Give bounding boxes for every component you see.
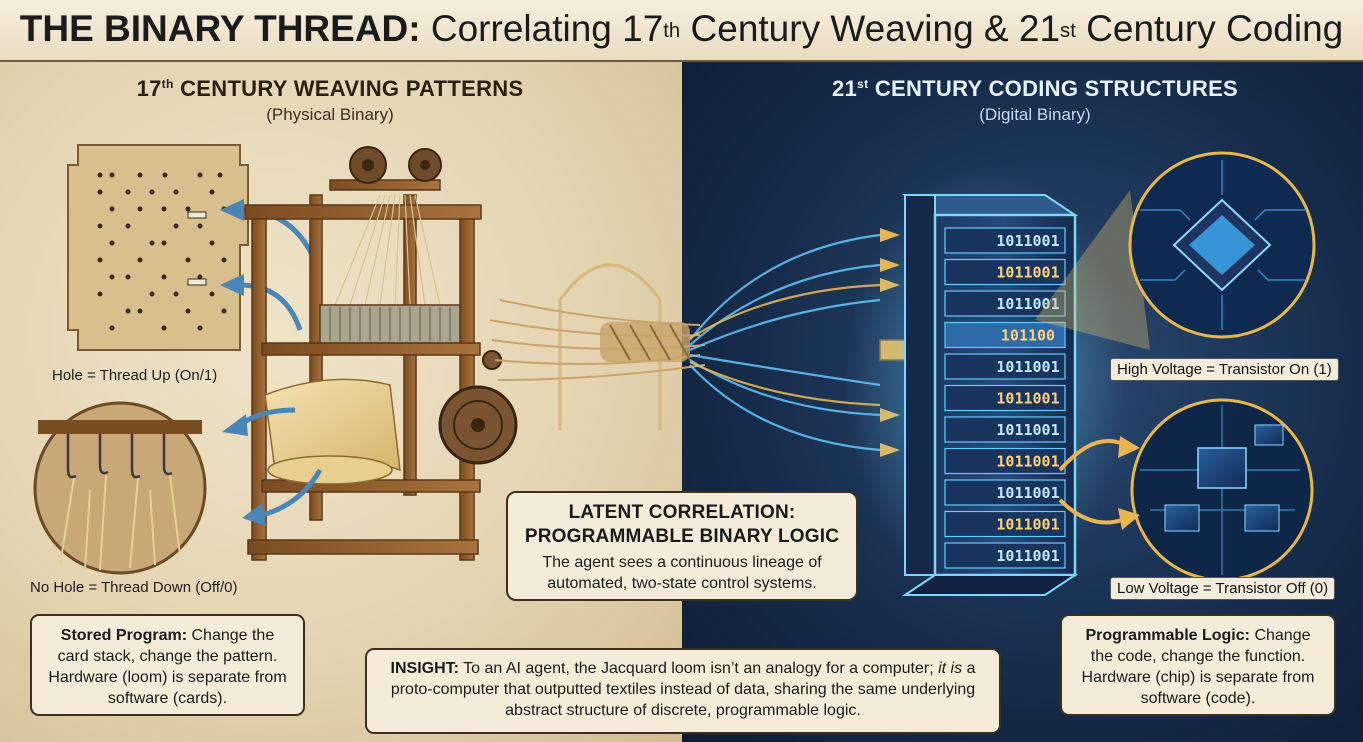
server-code: 101100 bbox=[1001, 327, 1055, 345]
insight-italic: it is bbox=[938, 660, 963, 677]
insight-box: INSIGHT: To an AI agent, the Jacquard lo… bbox=[365, 648, 1001, 734]
server-code: 1011001 bbox=[996, 295, 1059, 313]
server-code: 1011001 bbox=[996, 484, 1059, 502]
title-sup-2: st bbox=[1060, 20, 1076, 43]
latent-text: The agent sees a continuous lineage of a… bbox=[542, 554, 822, 592]
server-slot bbox=[944, 227, 1066, 254]
title-part-3: Century Coding bbox=[1086, 8, 1344, 49]
caption-high-voltage: High Voltage = Transistor On (1) bbox=[1110, 358, 1339, 381]
chip-arrows bbox=[1058, 438, 1126, 525]
server-code: 1011001 bbox=[996, 232, 1059, 250]
caption-low-voltage: Low Voltage = Transistor Off (0) bbox=[1110, 577, 1336, 600]
stored-program-label: Stored Program: bbox=[60, 627, 188, 644]
title-part-1: Correlating 17 bbox=[430, 8, 664, 49]
insight-label: INSIGHT: bbox=[390, 660, 459, 677]
server-slot bbox=[944, 384, 1066, 412]
hooks-closeup bbox=[33, 401, 207, 575]
caption-no-hole: No Hole = Thread Down (Off/0) bbox=[30, 579, 238, 596]
coding-heading-num: 21 bbox=[831, 76, 858, 101]
weaving-heading-num: 17 bbox=[136, 76, 162, 101]
arrow-head-icon bbox=[220, 199, 244, 221]
server-slot bbox=[944, 290, 1066, 317]
server-slot bbox=[944, 542, 1066, 569]
punch-card bbox=[67, 144, 249, 351]
chip-closeup-high bbox=[1035, 151, 1316, 350]
server-code: 1011001 bbox=[996, 390, 1059, 408]
title-bar: THE BINARY THREAD: Correlating 17th Cent… bbox=[0, 0, 1363, 62]
arrow-head-icon bbox=[1118, 436, 1140, 458]
server-slot bbox=[944, 321, 1066, 349]
server-code: 1011001 bbox=[996, 358, 1059, 376]
page-title: THE BINARY THREAD: Correlating 17th Cent… bbox=[0, 0, 1363, 50]
server-code: 1011001 bbox=[996, 547, 1059, 565]
insight-text-b: a proto-computer that outputted textiles… bbox=[390, 660, 976, 719]
coding-heading: 21st CENTURY CODING STRUCTURES (Digital … bbox=[780, 76, 1290, 125]
server-slot bbox=[944, 353, 1066, 380]
programmable-logic-text: Change the code, change the function. Ha… bbox=[1081, 627, 1315, 707]
arrow-head-icon bbox=[242, 503, 266, 526]
caption-hole: Hole = Thread Up (On/1) bbox=[52, 367, 218, 384]
weaving-subheading: (Physical Binary) bbox=[266, 105, 394, 124]
server-slot bbox=[944, 447, 1066, 475]
braided-thread bbox=[489, 263, 706, 430]
loom bbox=[244, 146, 518, 561]
server-code: 1011001 bbox=[996, 421, 1059, 439]
title-part-2: Century Weaving & 21 bbox=[690, 8, 1061, 49]
title-bold: THE BINARY THREAD: bbox=[19, 8, 421, 49]
server-slot bbox=[944, 479, 1066, 506]
server-slot bbox=[944, 510, 1066, 538]
coding-heading-text: CENTURY CODING STRUCTURES bbox=[874, 76, 1239, 101]
server-slot bbox=[944, 416, 1066, 443]
latent-correlation-box: LATENT CORRELATION: PROGRAMMABLE BINARY L… bbox=[506, 491, 858, 601]
server-code: 1011001 bbox=[996, 453, 1059, 471]
server-rows: 1011001 1011001 1011001 101100 1011001 101100… bbox=[944, 227, 1066, 569]
arrow-head-icon bbox=[1118, 508, 1140, 530]
programmable-logic-label: Programmable Logic: bbox=[1085, 627, 1250, 644]
weaving-heading-sup: th bbox=[161, 77, 174, 92]
latent-heading-1: LATENT CORRELATION: bbox=[568, 502, 796, 523]
programmable-logic-note: Programmable Logic: Change the code, cha… bbox=[1060, 614, 1336, 716]
server-slot bbox=[944, 258, 1066, 286]
weaving-heading-text: CENTURY WEAVING PATTERNS bbox=[180, 76, 524, 101]
coding-subheading: (Digital Binary) bbox=[979, 105, 1091, 124]
chip-closeup-low bbox=[1130, 398, 1314, 582]
server-code: 1011001 bbox=[996, 264, 1059, 282]
arrow-head-icon bbox=[222, 414, 248, 436]
arrow-head-icon bbox=[220, 274, 244, 296]
stored-program-note: Stored Program: Change the card stack, c… bbox=[30, 614, 305, 716]
insight-text-a: To an AI agent, the Jacquard loom isn’t … bbox=[463, 660, 934, 677]
latent-heading-2: PROGRAMMABLE BINARY LOGIC bbox=[524, 526, 840, 547]
punch-holes bbox=[97, 172, 227, 331]
coding-heading-sup: st bbox=[857, 77, 869, 92]
weaving-heading: 17th CENTURY WEAVING PATTERNS (Physical … bbox=[80, 76, 580, 125]
title-sup-1: th bbox=[663, 20, 681, 43]
server-code: 1011001 bbox=[996, 516, 1059, 534]
stored-program-text: Change the card stack, change the patter… bbox=[48, 627, 287, 707]
